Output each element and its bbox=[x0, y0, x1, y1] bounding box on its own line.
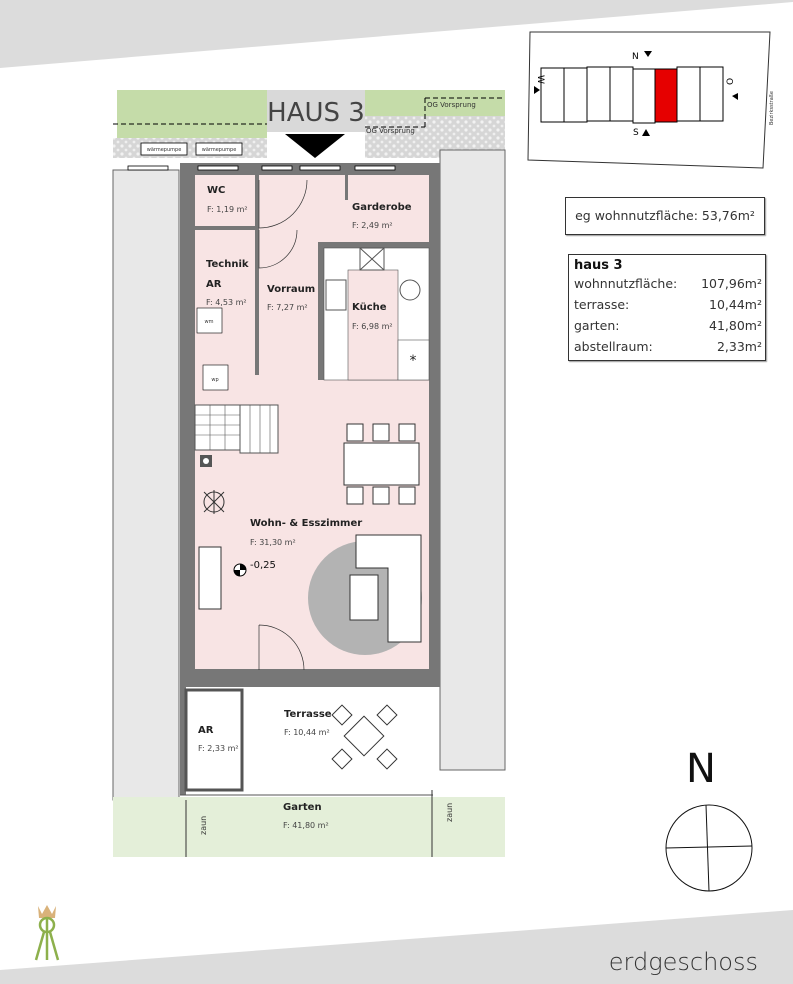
room-technik-area: F: 4,53 m² bbox=[206, 298, 247, 307]
summary-value: 2,33m² bbox=[716, 339, 762, 354]
highlighted-house bbox=[654, 68, 678, 123]
heat-pump-label-1: wärmepumpe bbox=[147, 147, 182, 153]
dining-table bbox=[343, 442, 420, 486]
garden-strip-left bbox=[117, 90, 267, 138]
og-vorsprung-label-1: OG Vorsprung bbox=[427, 101, 476, 109]
storage-room bbox=[184, 688, 244, 792]
site-plan: N S W O Bezirksstraße bbox=[527, 31, 775, 169]
company-logo bbox=[34, 905, 60, 961]
site-dir-w: W bbox=[535, 75, 545, 84]
og-vorsprung-label-2: OG Vorsprung bbox=[366, 127, 415, 135]
summary-row: garten: 41,80m² bbox=[574, 315, 762, 336]
room-wohnen-area: F: 31,30 m² bbox=[250, 538, 296, 547]
heat-pump-2 bbox=[195, 142, 243, 156]
house-title: HAUS 3 bbox=[267, 98, 365, 128]
fence-label-left: zaun bbox=[199, 816, 208, 835]
heat-pump-label-2: wärmepumpe bbox=[202, 147, 237, 153]
room-wc-area: F: 1,19 m² bbox=[207, 205, 248, 214]
room-kueche-name: Küche bbox=[352, 302, 387, 313]
room-vorraum-area: F: 7,27 m² bbox=[267, 303, 308, 312]
room-technik-name2: AR bbox=[206, 279, 222, 290]
svg-text:*: * bbox=[410, 353, 417, 369]
sofa bbox=[355, 534, 422, 643]
site-dir-s: S bbox=[633, 128, 639, 138]
summary-title: haus 3 bbox=[574, 258, 623, 273]
summary-label: abstellraum: bbox=[574, 339, 653, 354]
room-garten-area: F: 41,80 m² bbox=[283, 821, 329, 830]
top-band bbox=[0, 0, 793, 68]
neighbor-house-right bbox=[439, 149, 506, 771]
house-summary-box: haus 3 wohnnutzfläche: 107,96m² terrasse:… bbox=[568, 254, 766, 361]
washing-machine-label: wm bbox=[205, 319, 214, 325]
room-wohnen-name: Wohn- & Esszimmer bbox=[250, 518, 362, 529]
room-garten-name: Garten bbox=[283, 802, 322, 813]
site-dir-n: N bbox=[632, 52, 639, 62]
room-technik-name: Technik bbox=[206, 259, 249, 270]
level-label: -0,25 bbox=[250, 560, 276, 571]
room-ar-name: AR bbox=[198, 725, 214, 736]
garden-strip-right bbox=[365, 90, 505, 116]
house-title-box bbox=[267, 90, 365, 132]
summary-row: terrasse: 10,44m² bbox=[574, 294, 762, 315]
summary-value: 10,44m² bbox=[709, 297, 762, 312]
room-terrasse-area: F: 10,44 m² bbox=[284, 728, 330, 737]
summary-row: abstellraum: 2,33m² bbox=[574, 336, 762, 357]
heat-pump-1 bbox=[140, 142, 188, 156]
entrance-arrow-icon bbox=[285, 134, 345, 158]
summary-row: wohnnutzfläche: 107,96m² bbox=[574, 273, 762, 294]
site-dir-o: O bbox=[726, 78, 736, 85]
compass-icon bbox=[665, 804, 753, 892]
room-ar-area: F: 2,33 m² bbox=[198, 744, 239, 753]
plant-icon bbox=[203, 490, 225, 514]
north-label: N bbox=[686, 746, 716, 792]
room-garderobe-name: Garderobe bbox=[352, 202, 412, 213]
room-kueche-area: F: 6,98 m² bbox=[352, 322, 393, 331]
summary-value: 41,80m² bbox=[709, 318, 762, 333]
staircase bbox=[194, 404, 241, 451]
room-garderobe-area: F: 2,49 m² bbox=[352, 221, 393, 230]
summary-value: 107,96m² bbox=[701, 276, 762, 291]
terrace-table-set bbox=[331, 704, 398, 770]
garden-area bbox=[113, 797, 505, 857]
bottom-band bbox=[0, 910, 793, 984]
room-wc-name: WC bbox=[207, 185, 225, 196]
summary-label: garten: bbox=[574, 318, 620, 333]
level-marker-icon bbox=[233, 563, 247, 577]
room-terrasse-name: Terrasse bbox=[284, 709, 332, 720]
heat-pump-indoor-label: wp bbox=[211, 377, 218, 383]
neighbor-house-left bbox=[112, 169, 180, 801]
eg-area-box: eg wohnnutzfläche: 53,76m² bbox=[565, 197, 765, 235]
gravel-left bbox=[113, 138, 267, 158]
street-label: Bezirksstraße bbox=[769, 91, 775, 125]
summary-label: terrasse: bbox=[574, 297, 630, 312]
summary-label: wohnnutzfläche: bbox=[574, 276, 678, 291]
fence-label-right: zaun bbox=[445, 803, 454, 822]
floor-label: erdgeschoss bbox=[608, 948, 758, 976]
room-vorraum-name: Vorraum bbox=[267, 284, 315, 295]
